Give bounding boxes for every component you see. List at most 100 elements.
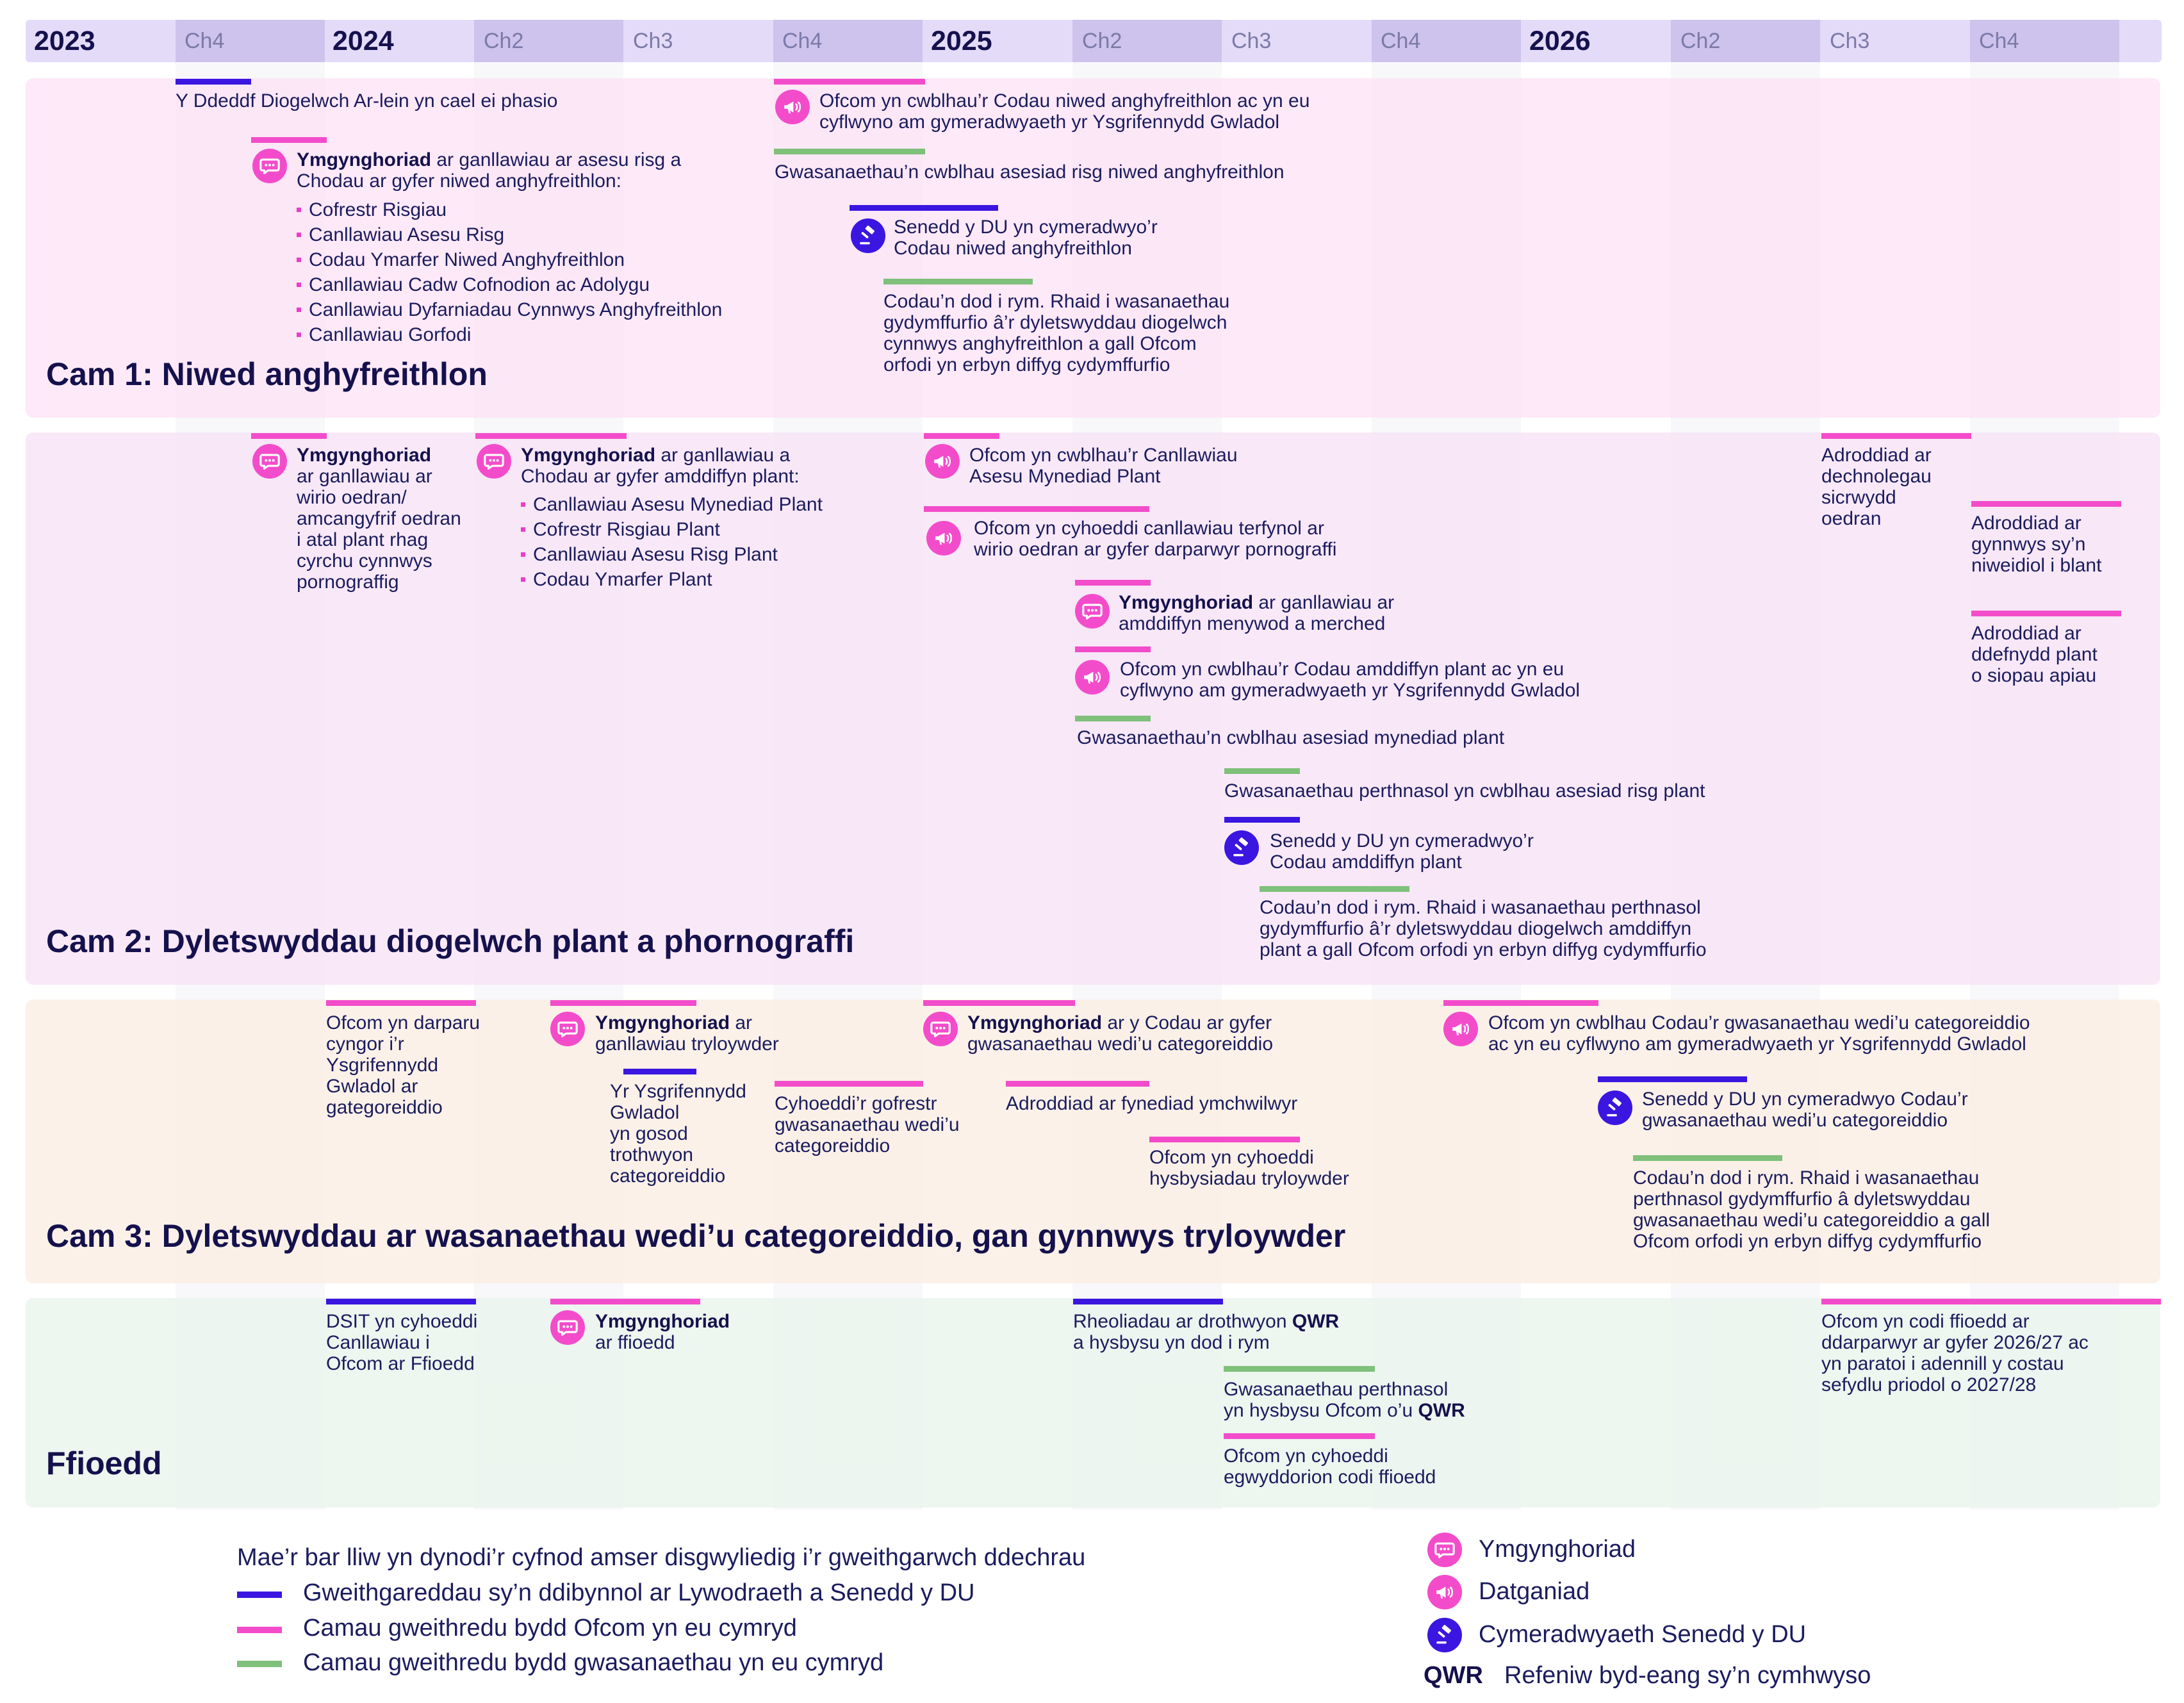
consultation-bold: Ymgynghoriad [595, 1311, 730, 1332]
text-line: gydymffurfio â’r dyletswyddau diogelwch [883, 312, 1227, 333]
text-line: gynnwys sy’n [1971, 534, 2086, 555]
gov-bar [1598, 1076, 1747, 1082]
legend-ofcom-bar [237, 1627, 282, 1633]
ofcom-bar [550, 1299, 700, 1304]
consultation-bold: Ymgynghoriad [297, 149, 432, 170]
text-line: cynnwys anghyfreithlon a gall Ofcom [883, 333, 1197, 354]
text-line: Ofcom yn codi ffioedd ar [1821, 1311, 2030, 1332]
stage2-parliament: Senedd y DU yn cymeradwyo’r Codau amddif… [1270, 830, 1534, 873]
consultation-bold: Ymgynghoriad [595, 1012, 730, 1033]
gov-bar [1073, 1299, 1223, 1304]
text-line: Cyhoeddi’r gofrestr [775, 1093, 937, 1114]
text-line: cyngor i’r [326, 1033, 404, 1055]
chat-bubble-icon [477, 444, 511, 479]
text-line: ddarparwyr ar gyfer 2026/27 ac [1821, 1332, 2089, 1353]
services-bar [1224, 1366, 1375, 1372]
list-item: Canllawiau Asesu Risg Plant [520, 542, 823, 567]
text-line: gwasanaethau wedi’u [775, 1114, 960, 1135]
gavel-icon [1224, 830, 1259, 865]
ofcom-bar [1443, 1000, 1598, 1006]
legend-qwr-label: Refeniw byd-eang sy’n cymhwyso [1504, 1662, 1871, 1689]
text-line: niweidiol i blant [1971, 555, 2102, 576]
text-line: sefydlu priodol o 2027/28 [1821, 1374, 2037, 1395]
ofcom-bar [923, 1000, 1075, 1006]
text-line: gategoreiddio [326, 1097, 443, 1118]
text-line: ar y Codau ar gyfer [1102, 1012, 1272, 1033]
text-line: yn gosod [610, 1123, 688, 1144]
stage2-report-apps: Adroddiad ar ddefnydd plant o siopau api… [1971, 623, 2098, 686]
stage3-researcher-access: Adroddiad ar fynediad ymchwilwyr [1006, 1093, 1298, 1114]
legend-qwr-abbr: QWR [1424, 1662, 1483, 1689]
text-line: wirio oedran ar gyfer darparwyr pornogra… [974, 539, 1337, 560]
legend-ofcom-label: Camau gweithredu bydd Ofcom yn eu cymryd [303, 1615, 797, 1641]
stage3-register: Cyhoeddi’r gofrestr gwasanaethau wedi’u … [775, 1093, 960, 1156]
fees-dsit-guidance: DSIT yn cyhoeddi Canllawiau i Ofcom ar F… [326, 1311, 477, 1374]
year-2026-label: 2026 [1529, 26, 1591, 56]
text-line: Gwladol [610, 1102, 680, 1123]
chat-bubble-icon [252, 149, 287, 183]
megaphone-icon [926, 521, 961, 555]
text-line: Chodau ar gyfer amddiffyn plant: [521, 466, 800, 487]
stage2-services-childrisk: Gwasanaethau perthnasol yn cwblhau asesi… [1224, 780, 1705, 802]
text-line: trothwyon [610, 1144, 694, 1165]
text-line: ganllawiau tryloywder [595, 1033, 779, 1055]
text-line: Adroddiad ar [1821, 445, 1932, 466]
services-bar [1633, 1155, 1782, 1161]
text-line: gwasanaethau wedi’u categoreiddio [1642, 1110, 1948, 1131]
quarter-label: Ch3 [1830, 29, 1870, 53]
fees-principles: Ofcom yn cyhoeddi egwyddorion codi ffioe… [1224, 1445, 1436, 1488]
text-line: cyrchu cynnwys [297, 550, 432, 572]
legend-services-bar [237, 1661, 282, 1667]
text-line: categoreiddio [775, 1135, 891, 1156]
quarter-label: Ch4 [1381, 29, 1421, 53]
stage2-child-consultation: Ymgynghoriad ar ganllawiau a Chodau ar g… [521, 445, 800, 487]
text-line: Ofcom orfodi yn erbyn diffyg cydymffurfi… [1633, 1231, 1982, 1252]
year-2025-label: 2025 [931, 26, 992, 56]
legend-services-label: Camau gweithredu bydd gwasanaethau yn eu… [303, 1649, 884, 1676]
text-line: Ofcom yn cwblhau’r Canllawiau [969, 445, 1238, 466]
text-line: pornograffig [297, 572, 399, 593]
megaphone-icon [1075, 660, 1110, 695]
text-line: wirio oedran/ [297, 487, 407, 508]
text-line: plant a gall Ofcom orfodi yn erbyn diffy… [1260, 939, 1707, 960]
stage1-consultation: Ymgynghoriad ar ganllawiau ar asesu risg… [297, 149, 681, 192]
ofcom-bar [775, 1081, 923, 1087]
services-bar [883, 279, 1033, 284]
text-line: Gwladol ar [326, 1076, 418, 1097]
legend-bar-heading: Mae’r bar lliw yn dynodi’r cyfnod amser … [237, 1544, 1086, 1571]
ofcom-bar [1149, 1137, 1300, 1142]
text-line: Adroddiad ar [1971, 513, 2081, 534]
text-line: Codau’n dod i rym. Rhaid i wasanaethau [1633, 1167, 1980, 1189]
stage2-report-harm: Adroddiad ar gynnwys sy’n niweidiol i bl… [1971, 513, 2101, 576]
gov-bar [326, 1299, 476, 1304]
text-line: Ofcom yn cwblhau Codau’r gwasanaethau we… [1488, 1012, 2030, 1033]
gov-bar [623, 1069, 696, 1074]
text-line: ar [730, 1012, 753, 1033]
text-line: gydymffurfio â’r dyletswyddau diogelwch … [1260, 918, 1692, 939]
stage2-report-age: Adroddiad ar dechnolegau sicrwydd oedran [1821, 445, 1932, 529]
ofcom-bar [1075, 646, 1151, 652]
list-item: Cofrestr Risgiau [296, 197, 722, 222]
text-line: Codau’n dod i rym. Rhaid i wasanaethau [883, 291, 1230, 312]
legend-parliament-label: Cymeradwyaeth Senedd y DU [1479, 1621, 1807, 1648]
list-item: Canllawiau Asesu Mynediad Plant [520, 492, 823, 517]
text-line: amcangyfrif oedran [297, 508, 461, 529]
stage1-services-risk: Gwasanaethau’n cwblhau asesiad risg niwe… [775, 161, 1285, 183]
chat-bubble-icon [1427, 1533, 1462, 1567]
text-line: ar ganllawiau ar [1253, 592, 1395, 613]
list-item: Codau Ymarfer Plant [520, 567, 823, 592]
year-2024-label: 2024 [333, 26, 394, 56]
list-item: Codau Ymarfer Niwed Anghyfreithlon [296, 247, 722, 272]
text-line: Gwasanaethau perthnasol [1224, 1379, 1449, 1400]
text-line: ar ganllawiau ar [297, 466, 432, 487]
act-passed-text: Y Ddeddf Diogelwch Ar-lein yn cael ei ph… [176, 90, 558, 111]
text-line: Canllawiau i [326, 1332, 430, 1353]
qwr-abbr: QWR [1418, 1400, 1465, 1421]
text-line: dechnolegau [1821, 466, 1932, 487]
text-line: Senedd y DU yn cymeradwyo Codau’r [1642, 1089, 1968, 1110]
chat-bubble-icon [1075, 594, 1110, 629]
stage2-vawg-consultation: Ymgynghoriad ar ganllawiau ar amddiffyn … [1119, 592, 1394, 634]
text-line: Ofcom yn cwblhau’r Codau amddiffyn plant… [1120, 659, 1564, 680]
list-item: Canllawiau Asesu Risg [296, 222, 722, 247]
ofcom-bar [1821, 433, 1971, 439]
